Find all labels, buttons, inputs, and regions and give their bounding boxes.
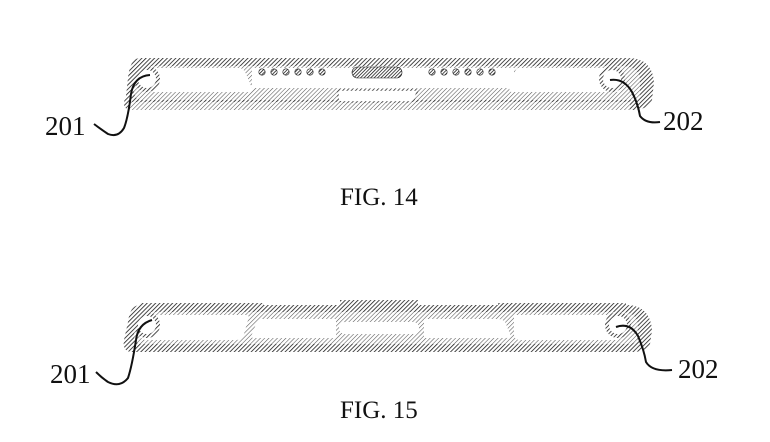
corner-element-201 <box>134 312 160 338</box>
reference-label-202-fig14: 202 <box>663 106 704 136</box>
corner-element-202 <box>605 312 631 338</box>
figure-caption-fig14: FIG. 14 <box>340 184 418 211</box>
charging-port <box>351 66 403 79</box>
leader-line-202 <box>609 78 661 124</box>
corner-element-201 <box>134 66 160 92</box>
reference-label-201-fig14: 201 <box>45 111 86 141</box>
speaker-grille-left <box>258 68 326 76</box>
fig15-device-bottom-view <box>95 300 673 386</box>
fig14-device-bottom-view <box>93 58 661 137</box>
reference-label-202-fig15: 202 <box>678 354 719 384</box>
reference-label-201-fig15: 201 <box>50 359 91 389</box>
leader-line-201 <box>93 74 151 137</box>
speaker-grille-right <box>428 68 496 76</box>
leader-line-202 <box>615 324 673 372</box>
leader-line-201 <box>95 319 153 386</box>
figure-caption-fig15: FIG. 15 <box>340 397 418 424</box>
